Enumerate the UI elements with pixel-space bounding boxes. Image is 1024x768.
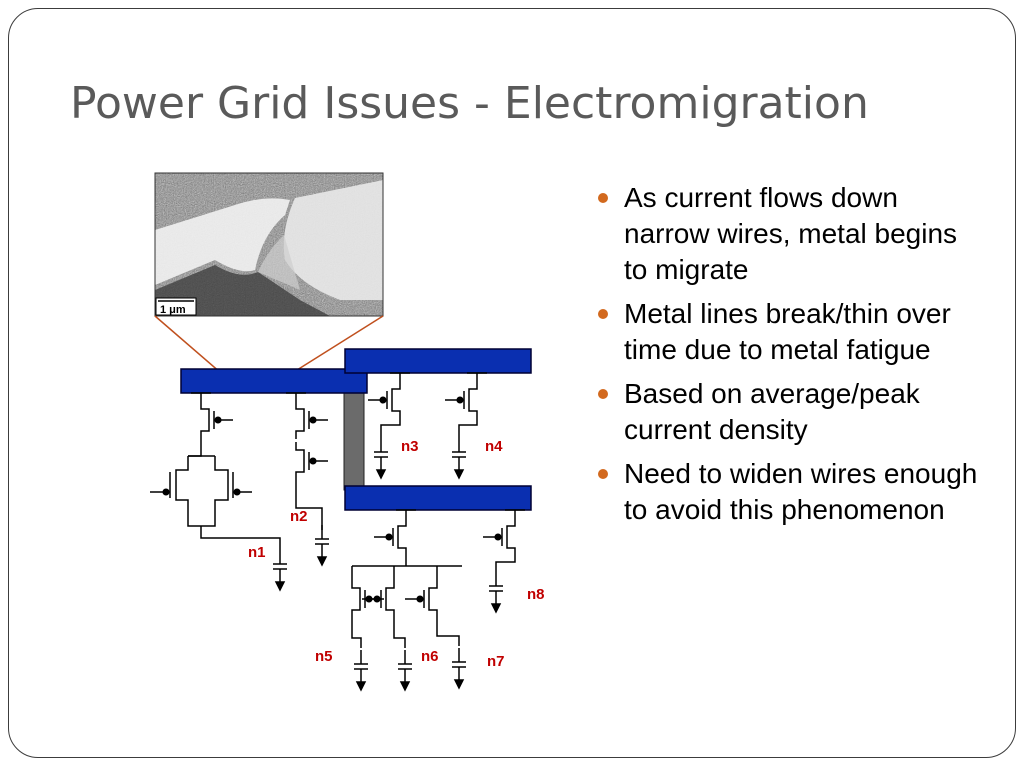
ground-arrow <box>490 603 502 614</box>
ground-arrow <box>453 469 465 480</box>
ground-arrow <box>355 681 367 692</box>
slide-frame <box>8 8 1016 758</box>
wire-n6 <box>393 618 406 648</box>
gate-bubble <box>309 416 317 424</box>
ground-arrow <box>399 681 411 692</box>
gate-bubble <box>162 488 170 496</box>
capacitor <box>452 661 466 668</box>
rail-tap <box>286 392 306 401</box>
power-rail-left <box>180 368 368 394</box>
bullet-item: Metal lines break/thin over time due to … <box>598 296 988 368</box>
rail-tap <box>505 509 525 518</box>
ground-arrow <box>274 581 286 592</box>
node-label-n1: n1 <box>248 544 266 561</box>
capacitor <box>273 563 287 570</box>
pmos-channel <box>295 442 305 480</box>
capacitor <box>398 663 412 670</box>
bullet-item: As current flows down narrow wires, meta… <box>598 180 988 288</box>
gate-bubble <box>385 533 393 541</box>
scale-label: 1 μm <box>160 304 186 316</box>
gate-bubble <box>233 488 241 496</box>
rail-tap <box>467 372 487 381</box>
rail-tap <box>390 372 410 381</box>
transistor-network <box>150 372 525 692</box>
node-label-n5: n5 <box>315 648 333 665</box>
gate-bubble <box>214 416 222 424</box>
bullet-dot-icon <box>598 469 608 479</box>
node-label-n4: n4 <box>485 438 503 455</box>
wire-n8 <box>495 556 516 572</box>
capacitor <box>374 451 388 458</box>
pmos-channel <box>200 401 210 439</box>
bullet-item: Based on average/peak current density <box>598 376 988 448</box>
ground-arrow <box>453 679 465 690</box>
wire-n4 <box>458 419 478 438</box>
sem-micrograph: 1 μm <box>154 172 384 317</box>
gate-bubble <box>456 396 464 404</box>
gate-bubble <box>416 595 424 603</box>
pmos-channel <box>428 580 438 618</box>
gate-bubble <box>379 396 387 404</box>
wire <box>188 439 202 457</box>
gate-bubble <box>309 457 317 465</box>
bullet-text: As current flows down narrow wires, meta… <box>624 182 958 285</box>
gate-bubble <box>373 595 381 603</box>
pmos-channel <box>506 518 516 556</box>
bullet-text: Based on average/peak current density <box>624 378 920 445</box>
bullet-dot-icon <box>598 193 608 203</box>
parallel-pmos <box>175 455 229 527</box>
wire-n2 <box>295 480 323 530</box>
pmos-channel <box>391 381 401 419</box>
ground-arrow <box>375 469 387 480</box>
pmos-channel <box>468 381 478 419</box>
node-label-n2: n2 <box>290 508 308 525</box>
capacitor <box>354 663 368 670</box>
gate-bubble <box>494 533 502 541</box>
capacitor <box>315 538 329 545</box>
node-label-n7: n7 <box>487 653 505 670</box>
wire-n1 <box>200 526 281 550</box>
wire-n7 <box>436 618 460 646</box>
bullet-text: Need to widen wires enough to avoid this… <box>624 458 978 525</box>
pmos-gates <box>169 472 234 498</box>
wire-n3 <box>380 419 401 438</box>
ground-arrow <box>316 556 328 567</box>
rail-tap <box>191 392 211 401</box>
bullet-dot-icon <box>598 389 608 399</box>
power-rail-bottom <box>344 485 532 511</box>
pmos-channel <box>295 401 305 439</box>
pmos-channel <box>351 580 361 618</box>
capacitor <box>452 451 466 458</box>
capacitor <box>489 585 503 592</box>
scale-bar-box <box>155 297 197 316</box>
node-label-n6: n6 <box>421 648 439 665</box>
wire-bus <box>352 556 462 567</box>
pmos-channel <box>397 518 407 556</box>
power-rail-top <box>344 348 532 374</box>
pmos-channel <box>385 580 395 618</box>
slide-title: Power Grid Issues - Electromigration <box>70 78 869 129</box>
node-label-n3: n3 <box>401 438 419 455</box>
bullet-list: As current flows down narrow wires, meta… <box>598 180 988 536</box>
wire-n5 <box>351 618 362 648</box>
bullet-dot-icon <box>598 309 608 319</box>
bullet-item: Need to widen wires enough to avoid this… <box>598 456 988 528</box>
rail-tap <box>396 509 416 518</box>
bullet-text: Metal lines break/thin over time due to … <box>624 298 951 365</box>
via <box>343 389 365 491</box>
node-label-n8: n8 <box>527 586 545 603</box>
